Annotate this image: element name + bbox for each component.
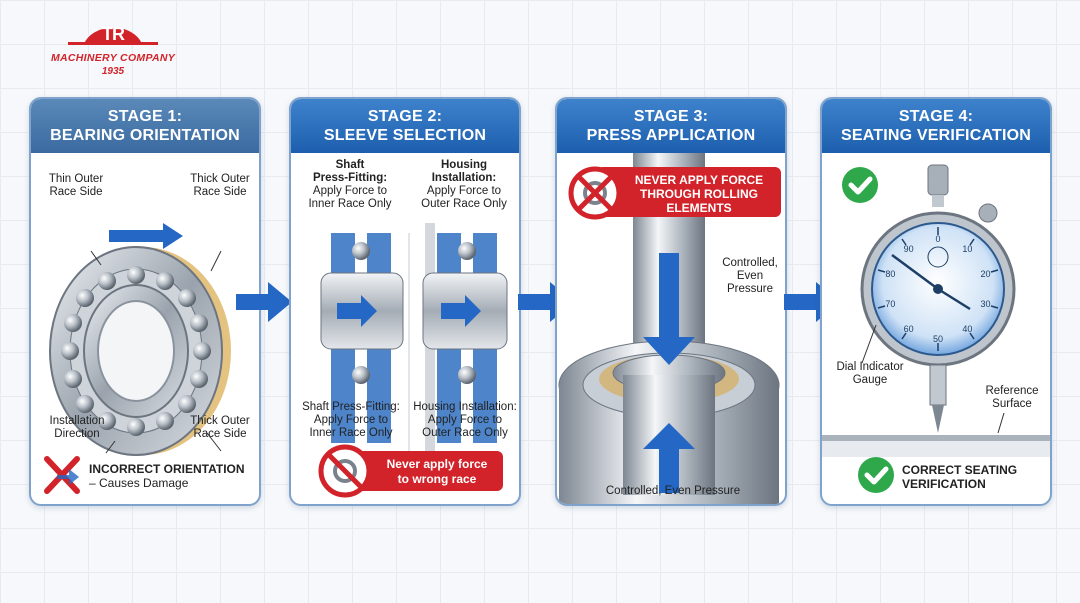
stage-4-number: STAGE 4: [898, 108, 974, 125]
stage-3-warning-line-3: ELEMENTS [666, 201, 732, 215]
shaft-bottom-3: Inner Race Only [309, 427, 393, 439]
housing-bottom-1: Housing Installation: [413, 401, 517, 413]
stage-1-header: STAGE 1: BEARING ORIENTATION [31, 99, 259, 153]
stage-3-header: STAGE 3: PRESS APPLICATION [557, 99, 785, 153]
bearing-illustration [44, 223, 231, 494]
shaft-top-3: Apply Force to [312, 185, 388, 197]
dial-tick-20: 20 [980, 268, 991, 279]
incorrect-orientation-sub: – Causes Damage [89, 476, 189, 490]
stage-4-title: SEATING VERIFICATION [840, 127, 1032, 144]
stage-2-panel: STAGE 2: SLEEVE SELECTION [289, 97, 521, 506]
logo-monogram: TR [102, 24, 125, 44]
correct-seating-2: VERIFICATION [902, 477, 986, 491]
check-icon [842, 167, 878, 203]
dial-tick-60: 60 [903, 324, 914, 335]
stage-4-panel: STAGE 4: SEATING VERIFICATION [820, 97, 1052, 506]
housing-top-3: Apply Force to [426, 185, 502, 197]
company-logo: TR MACHINERY COMPANY 1935 [28, 12, 198, 82]
dial-tick-90: 90 [903, 243, 914, 254]
label-thick-outer-top-2: Race Side [193, 186, 247, 198]
shaft-top-2: Press-Fitting: [312, 172, 388, 184]
shaft-bottom-2: Apply Force to [313, 414, 389, 426]
stage-3-bottom-label: Controlled, Even Pressure [605, 485, 741, 497]
housing-force-arrow [441, 295, 481, 327]
stage-2-header: STAGE 2: SLEEVE SELECTION [291, 99, 519, 153]
dial-needle [891, 253, 939, 291]
stage-2-title: SLEEVE SELECTION [323, 127, 487, 144]
label-thick-outer-bottom-1: Thick Outer [190, 415, 250, 427]
housing-bottom-3: Outer Race Only [422, 427, 508, 439]
dial-gauge-illustration [822, 164, 1050, 493]
logo-company-name: MACHINERY COMPANY [50, 52, 176, 64]
stage-1-title: BEARING ORIENTATION [50, 127, 240, 144]
dial-tick-50: 50 [932, 334, 943, 344]
stage-3-panel: STAGE 3: PRESS APPLICATION [555, 97, 787, 506]
logo-year: 1935 [101, 66, 125, 77]
housing-top-2: Installation: [431, 172, 497, 184]
press-down-arrow [643, 253, 695, 365]
orientation-arrow [109, 223, 183, 249]
stage-2-warning-line-1: Never apply force [386, 457, 488, 471]
shaft-top-1: Shaft [335, 159, 365, 171]
housing-bottom-2: Apply Force to [427, 414, 503, 426]
correct-seating-1: CORRECT SEATING [902, 463, 1018, 477]
dial-tick-40: 40 [962, 324, 973, 335]
dial-tick-70: 70 [885, 299, 896, 310]
stage-2-warning: Never apply force to wrong race [373, 457, 501, 487]
shaft-force-arrow [337, 295, 377, 327]
shaft-bottom-1: Shaft Press-Fitting: [302, 401, 400, 413]
flow-arrow-1 [236, 282, 292, 322]
label-install-dir-1: Installation [49, 415, 105, 427]
label-install-dir-2: Direction [54, 428, 100, 440]
stage-2-warning-line-2: to wrong race [397, 472, 477, 486]
dial-tick-30: 30 [980, 299, 991, 310]
stage-1-panel: STAGE 1: BEARING ORIENTATION [29, 97, 261, 506]
stage-1-number: STAGE 1: [107, 108, 183, 125]
stage-3-warning: NEVER APPLY FORCE THROUGH ROLLING ELEMEN… [619, 173, 779, 215]
stage-4-header: STAGE 4: SEATING VERIFICATION [822, 99, 1050, 153]
no-rolling-force-icon [568, 166, 622, 220]
stage-2-number: STAGE 2: [367, 108, 443, 125]
pressure-label-3: Pressure [726, 283, 774, 295]
incorrect-x-icon [44, 456, 80, 494]
label-thick-outer-bottom-2: Race Side [193, 428, 247, 440]
prohibited-icon [318, 444, 372, 498]
label-thick-outer-top-1: Thick Outer [190, 173, 250, 185]
pressure-label-2: Even [736, 270, 764, 282]
stage-3-number: STAGE 3: [633, 108, 709, 125]
incorrect-orientation-warning: INCORRECT ORIENTATION [89, 462, 245, 476]
press-up-arrow [643, 423, 695, 493]
press-illustration [558, 153, 781, 504]
gauge-label-1: Dial Indicator [836, 361, 904, 373]
shaft-top-4: Inner Race Only [308, 198, 392, 210]
label-thin-outer-2: Race Side [49, 186, 103, 198]
stage-3-warning-line-1: NEVER APPLY FORCE [634, 173, 764, 187]
reference-label-1: Reference [985, 385, 1039, 397]
housing-top-1: Housing [441, 159, 487, 171]
dial-tick-10: 10 [962, 243, 973, 254]
reference-label-2: Surface [992, 398, 1032, 410]
correct-check-icon [858, 457, 894, 493]
housing-top-4: Outer Race Only [421, 198, 507, 210]
sleeve-illustration [318, 223, 508, 498]
stage-3-warning-line-2: THROUGH ROLLING [640, 187, 758, 201]
stage-3-title: PRESS APPLICATION [586, 127, 756, 144]
gauge-label-2: Gauge [852, 374, 888, 386]
dial-tick-0: 0 [935, 234, 941, 244]
logo-emblem [68, 27, 158, 45]
label-thin-outer-1: Thin Outer [48, 173, 104, 185]
dial-tick-80: 80 [885, 268, 896, 279]
pressure-label-1: Controlled, [722, 257, 778, 269]
